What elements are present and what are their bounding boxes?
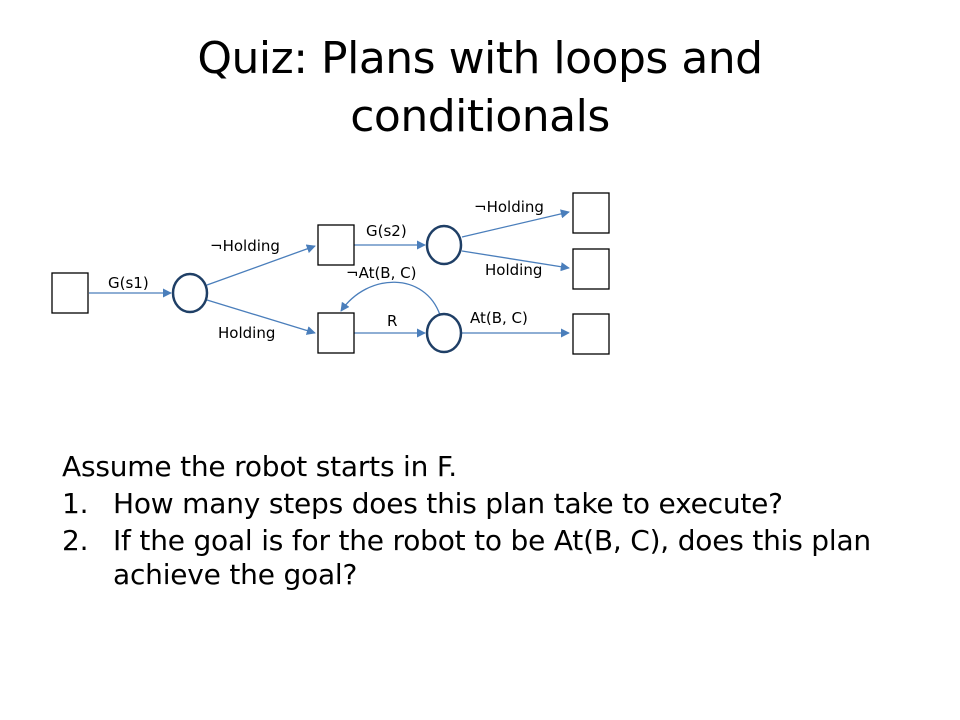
- slide-body: Assume the robot starts in F. 1. How man…: [62, 450, 922, 595]
- label-not-holding-2: ¬Holding: [474, 198, 544, 216]
- state-box-holding: [572, 248, 610, 290]
- question-list: 1. How many steps does this plan take to…: [62, 487, 922, 592]
- title-line-1: Quiz: Plans with loops and: [197, 33, 763, 84]
- label-not-at-bc: ¬At(B, C): [346, 264, 416, 282]
- intro-text: Assume the robot starts in F.: [62, 450, 457, 483]
- edge-not-holding-1: [206, 244, 316, 286]
- label-r: R: [387, 312, 397, 330]
- action-node-2: [425, 224, 463, 266]
- question-number: 1.: [62, 487, 89, 520]
- title-line-2: conditionals: [350, 91, 610, 142]
- edge-holding-2: [461, 250, 570, 272]
- action-node-1: [171, 272, 209, 314]
- label-holding-1: Holding: [218, 324, 275, 342]
- label-at-bc: At(B, C): [470, 309, 528, 327]
- state-box-lower: [317, 312, 355, 354]
- state-box-at-bc: [572, 313, 610, 355]
- label-holding-2: Holding: [485, 261, 542, 279]
- label-not-holding-1: ¬Holding: [210, 237, 280, 255]
- question-text: How many steps does this plan take to ex…: [113, 487, 783, 520]
- edge-holding-1: [206, 299, 316, 335]
- slide-title: Quiz: Plans with loops and conditionals: [80, 30, 880, 146]
- negation-symbol: ¬: [210, 237, 223, 255]
- question-item: 2. If the goal is for the robot to be At…: [62, 524, 922, 592]
- label-g-s1: G(s1): [108, 274, 149, 292]
- negation-symbol: ¬: [346, 264, 359, 282]
- edge-not-holding-2: [461, 209, 570, 238]
- plan-diagram: G(s1) ¬Holding Holding G(s2) ¬At(B, C) R…: [51, 192, 610, 355]
- state-box-start: [51, 272, 89, 314]
- state-box-not-holding: [572, 192, 610, 234]
- label-g-s2: G(s2): [366, 222, 407, 240]
- question-item: 1. How many steps does this plan take to…: [62, 487, 922, 521]
- action-node-3: [425, 312, 463, 354]
- state-box-upper: [317, 224, 355, 266]
- edge-loop-not-at-bc: [340, 281, 441, 316]
- question-text: If the goal is for the robot to be At(B,…: [113, 524, 871, 591]
- negation-symbol: ¬: [474, 198, 487, 216]
- question-number: 2.: [62, 524, 89, 557]
